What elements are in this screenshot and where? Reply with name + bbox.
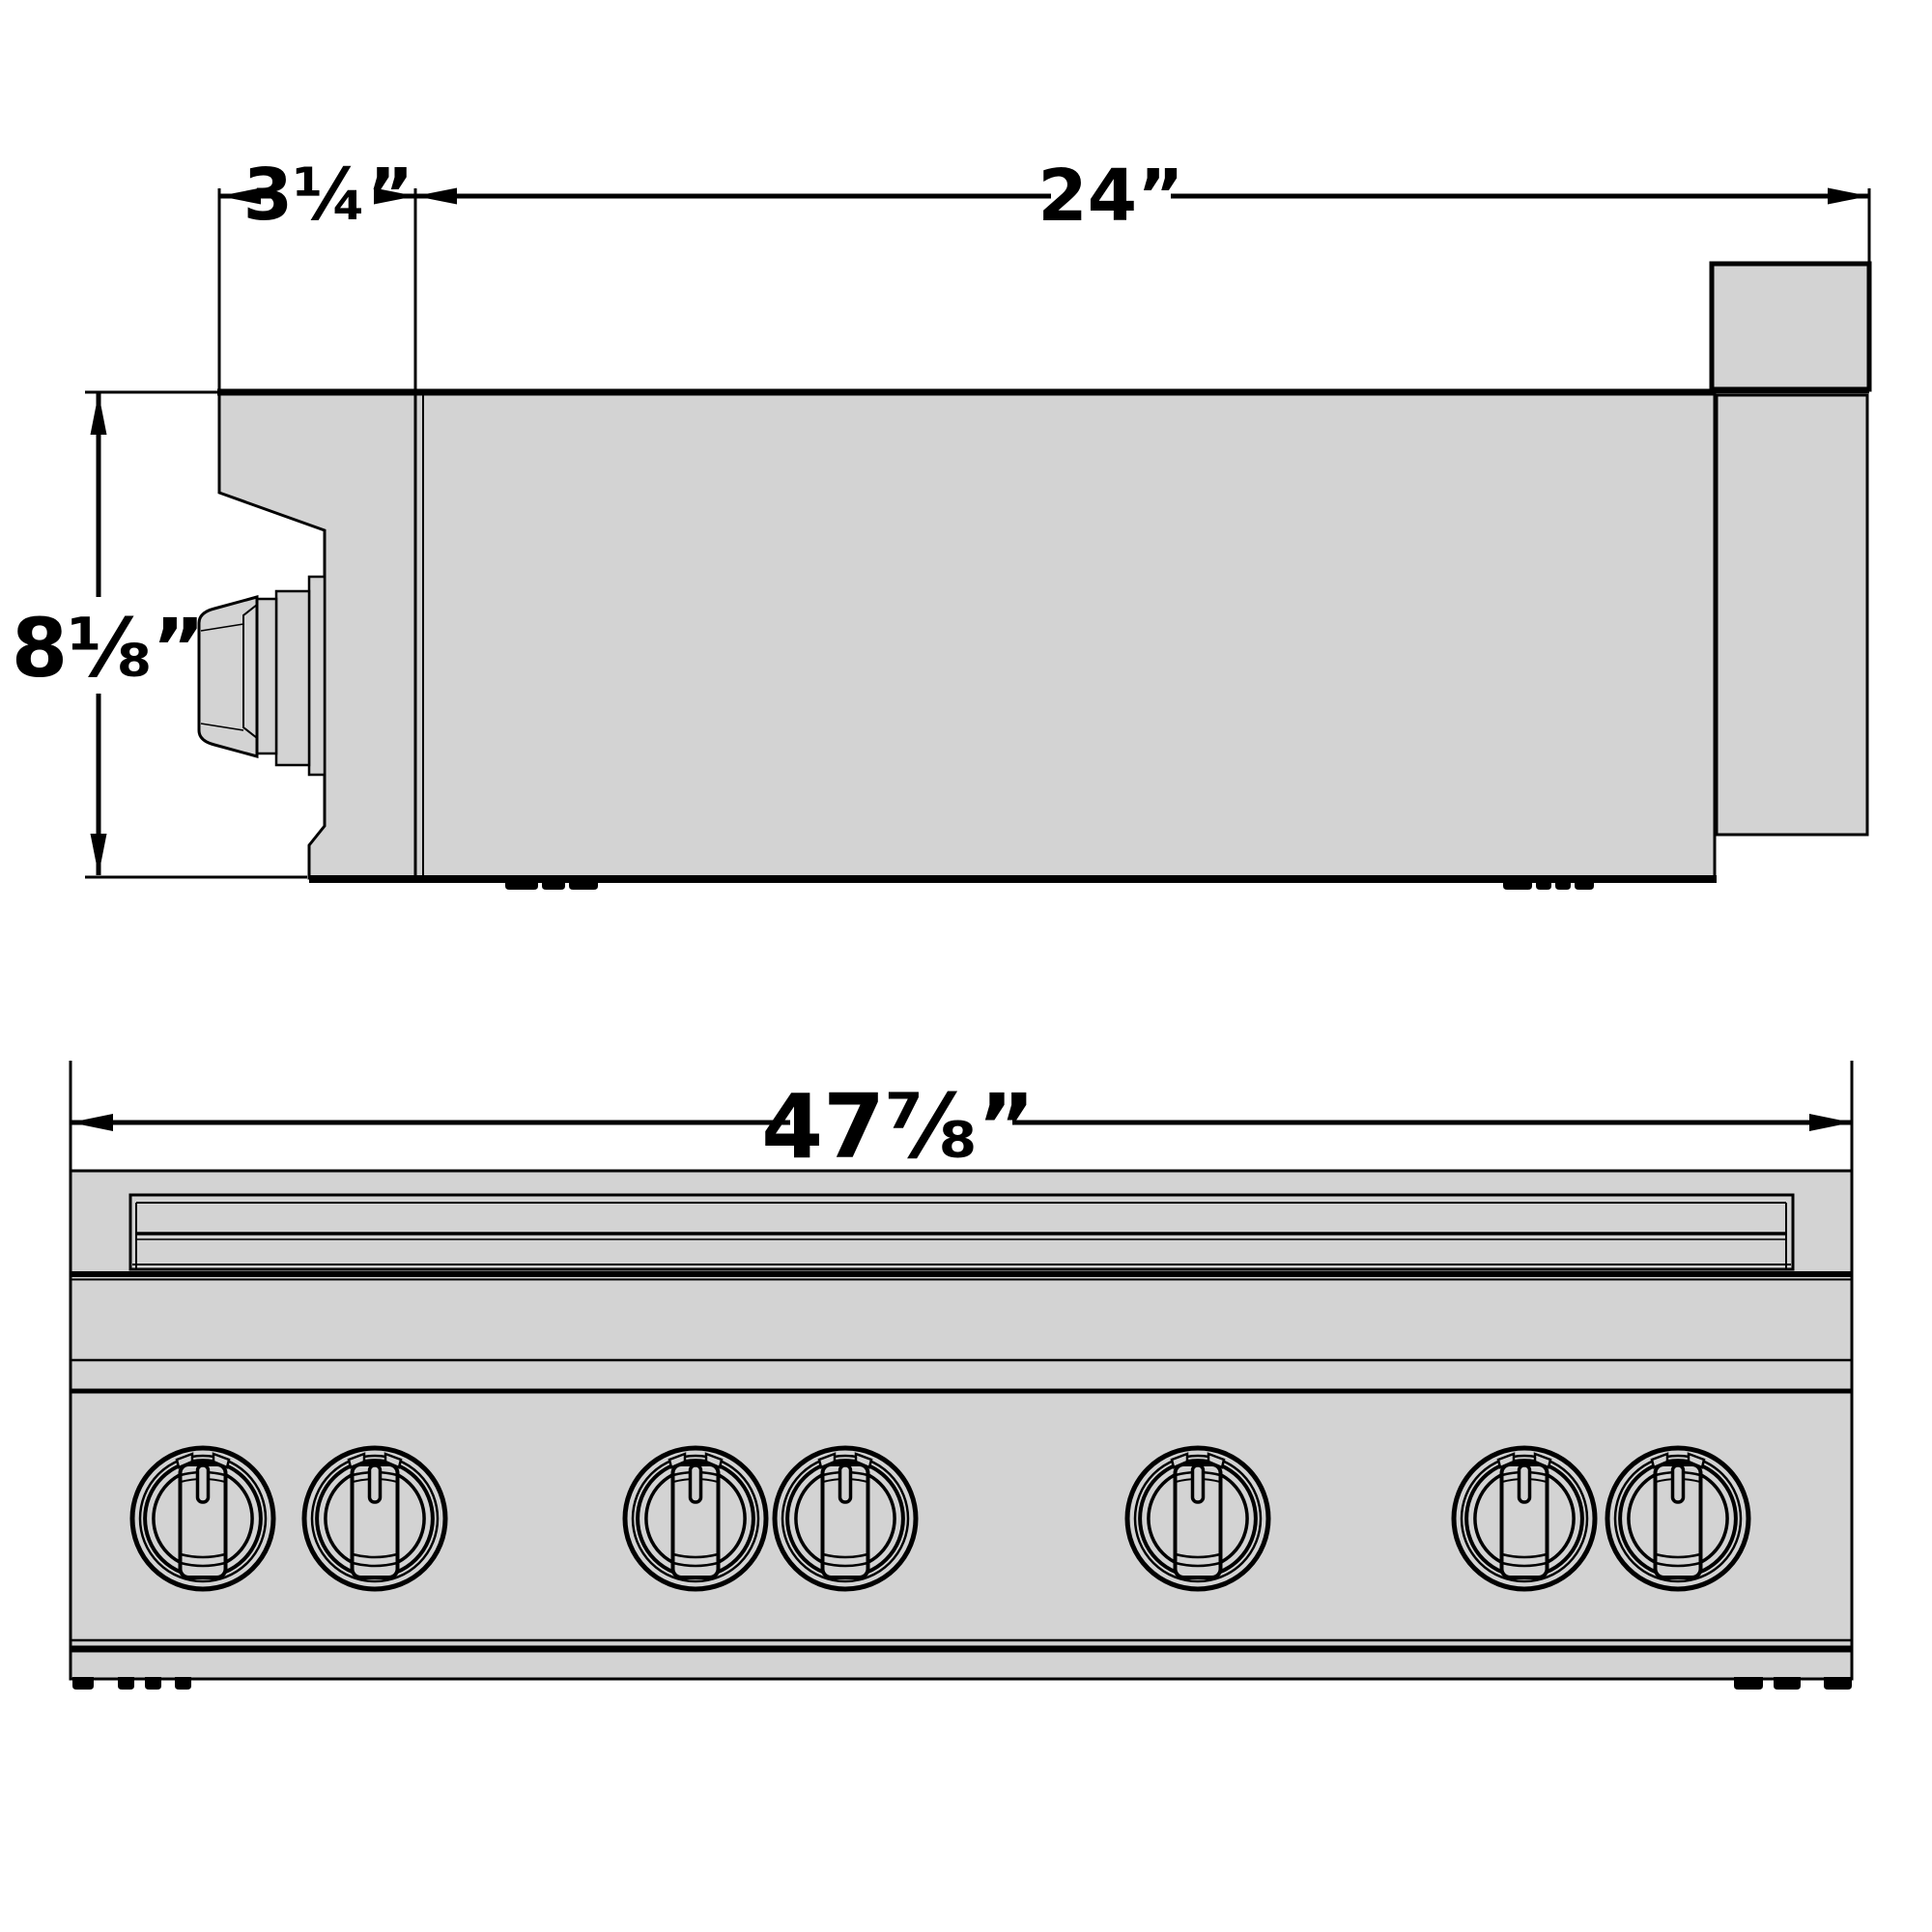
knob-pointer-wing-right [1533, 1452, 1552, 1469]
side-view-feet [505, 877, 1594, 890]
dimension-body-depth: 24” [415, 155, 1871, 262]
knob-side-collar-inner [255, 597, 278, 755]
knob-indicator-slot [195, 1463, 211, 1504]
side-view: 3¼” 24” 8⅛” [12, 154, 1872, 890]
knob-pointer-wing-right [1687, 1452, 1706, 1469]
knob-pointer-wing-right [854, 1452, 873, 1469]
knob-side-profile [197, 575, 327, 777]
knob-pointer-wing-right [212, 1452, 231, 1469]
arrowhead-right [1809, 1114, 1852, 1131]
knob-skirt-arc [672, 1561, 719, 1568]
dimension-label-height: 8⅛” [12, 601, 206, 696]
knob-skirt-arc [180, 1552, 226, 1559]
arrowhead-left [71, 1114, 113, 1131]
knob-pointer-wing-right [704, 1452, 724, 1469]
leveling-foot [1536, 877, 1551, 890]
knob-indicator-slot [1517, 1463, 1532, 1504]
knob-indicator-slot [838, 1463, 853, 1504]
leveling-foot [72, 1677, 94, 1690]
arrowhead-right [1828, 187, 1869, 205]
leveling-foot [175, 1677, 191, 1690]
knob-skirt-arc [1655, 1552, 1701, 1559]
knob-side-body [197, 595, 259, 758]
dimension-control-panel-depth: 3¼” [217, 154, 417, 391]
knob-pointer-wing-left [1170, 1452, 1189, 1469]
knob-pointer-wing-left [1650, 1452, 1669, 1469]
dimension-label-control-panel-depth: 3¼” [243, 154, 414, 237]
knob-side-face-line [242, 604, 258, 739]
knob-skirt-arc [1175, 1561, 1221, 1568]
leveling-foot [118, 1677, 134, 1690]
knob-indicator-slot [688, 1463, 703, 1504]
knob-ring [1613, 1454, 1743, 1583]
leveling-foot [1575, 877, 1594, 890]
knob-skirt-arc [822, 1552, 868, 1559]
knob-skirt-arc [1175, 1552, 1221, 1559]
knob-ring [631, 1454, 760, 1583]
side-main-body [413, 391, 1717, 880]
control-knob [1124, 1445, 1271, 1592]
knob-side-skirt-lines [200, 623, 244, 731]
control-knob [1451, 1445, 1598, 1592]
leveling-foot [569, 877, 598, 890]
knob-skirt-arc [672, 1552, 719, 1559]
knob-indicator-slot [1670, 1463, 1686, 1504]
grate-channel [128, 1193, 1795, 1271]
knob-pointer-wing-left [347, 1452, 366, 1469]
leveling-foot [1824, 1677, 1852, 1690]
arrowhead-left [415, 187, 457, 205]
front-view: 47⅞” [69, 1061, 1854, 1690]
control-knob [622, 1445, 769, 1592]
leveling-foot [505, 877, 538, 890]
knob-pointer-wing-right [1207, 1452, 1226, 1469]
leveling-foot [1734, 1677, 1763, 1690]
side-rear-column [1715, 393, 1869, 837]
knob-ring [781, 1454, 910, 1583]
knob-skirt-arc [352, 1561, 398, 1568]
control-knob [772, 1445, 919, 1592]
control-knob [129, 1445, 276, 1592]
knob-pointer-wing-left [817, 1452, 837, 1469]
dimension-label-width: 47⅞” [761, 1075, 1036, 1179]
knob-row [129, 1445, 1751, 1592]
knob-indicator-slot [367, 1463, 383, 1504]
knob-skirt-arc [1501, 1552, 1548, 1559]
leveling-foot [1555, 877, 1571, 890]
knob-ring [310, 1454, 440, 1583]
knob-ring [1133, 1454, 1263, 1583]
knob-ring [138, 1454, 268, 1583]
leveling-foot [542, 877, 565, 890]
grate-channel-outline [128, 1193, 1795, 1271]
knob-skirt-arc [180, 1561, 226, 1568]
arrowhead-up [90, 393, 107, 435]
dimension-width: 47⅞” [69, 1061, 1854, 1179]
knob-indicator-slot [1190, 1463, 1206, 1504]
side-riser-box [1709, 261, 1872, 392]
knob-ring [1460, 1454, 1589, 1583]
knob-skirt-arc [822, 1561, 868, 1568]
dimension-label-body-depth: 24” [1037, 155, 1184, 238]
control-knob [301, 1445, 448, 1592]
knob-skirt-arc [352, 1552, 398, 1559]
dimension-height: 8⅛” [12, 390, 307, 879]
leveling-foot [1774, 1677, 1801, 1690]
knob-pointer-wing-left [1496, 1452, 1516, 1469]
front-view-feet [72, 1677, 1852, 1690]
leveling-foot [1503, 877, 1532, 890]
arrowhead-right [374, 187, 415, 205]
arrowhead-left [219, 187, 261, 205]
control-knob [1605, 1445, 1751, 1592]
front-body [69, 1169, 1854, 1681]
knob-pointer-wing-left [668, 1452, 687, 1469]
knob-side-bezel [307, 575, 327, 777]
knob-skirt-arc [1655, 1561, 1701, 1568]
leveling-foot [145, 1677, 161, 1690]
knob-pointer-wing-right [384, 1452, 403, 1469]
knob-skirt-arc [1501, 1561, 1548, 1568]
knob-pointer-wing-left [175, 1452, 194, 1469]
arrowhead-down [90, 834, 107, 875]
knob-side-collar-outer [274, 589, 311, 767]
